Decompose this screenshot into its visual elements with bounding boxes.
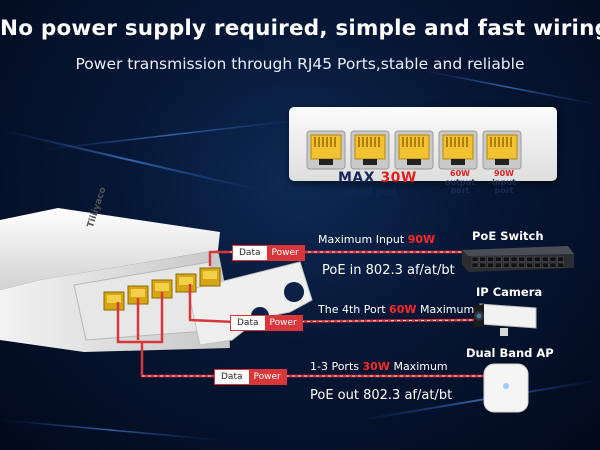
switch-port [503,262,510,268]
switch-port [557,256,565,262]
device-ip-camera-label: IP Camera [476,285,543,299]
switch-port [549,262,557,268]
switch-port [487,256,494,262]
headline: No power supply required, simple and fas… [0,16,600,41]
switch-port [495,262,502,268]
switch-port [526,262,533,268]
switch-port [510,256,518,262]
switch-port [503,256,510,262]
switch-port [549,256,557,262]
line-top-standard: PoE in 802.3 af/at/bt [322,263,455,278]
switch-port [526,256,533,262]
front-panel-ports [306,130,522,170]
body-port-5 [199,267,221,287]
device-ap-label: Dual Band AP [466,346,554,360]
switch-port [541,256,549,262]
device-poe-switch-label: PoE Switch [472,229,544,243]
switch-port [495,256,502,262]
switch-port [518,256,525,262]
switch-port [541,262,549,268]
line-bottom-label: 1-3 Ports 30W Maximum [310,360,448,373]
switch-port [518,262,525,268]
front-port-4 [438,130,478,170]
max-output-label: MAX 30W [338,170,417,186]
switch-port [510,262,518,268]
front-port-1 [306,130,346,170]
front-port-2 [350,130,390,170]
line-bottom-standard: PoE out 802.3 af/at/bt [310,388,453,403]
switch-port [534,262,541,268]
port5-label: 60W output port [444,169,476,195]
switch-port [487,262,494,268]
ip-camera-icon [474,303,537,336]
front-port-3 [394,130,434,170]
line-mid-label: The 4th Port 60W Maximum [318,303,475,316]
port6-label: 90W input port [492,169,516,195]
line-top-label: Maximum Input 90W [318,233,436,246]
poe-switch-icon [462,246,574,272]
switch-port [479,262,486,268]
subline: Power transmission through RJ45 Ports,st… [75,55,525,73]
switch-port [534,256,541,262]
switch-port [479,256,486,262]
body-port-3 [151,279,173,299]
switch-port [471,262,479,268]
max-output-caption: output port [340,187,397,198]
switch-port [471,256,479,262]
front-port-5 [482,130,522,170]
access-point-icon [483,363,529,413]
switch-port [557,262,565,268]
